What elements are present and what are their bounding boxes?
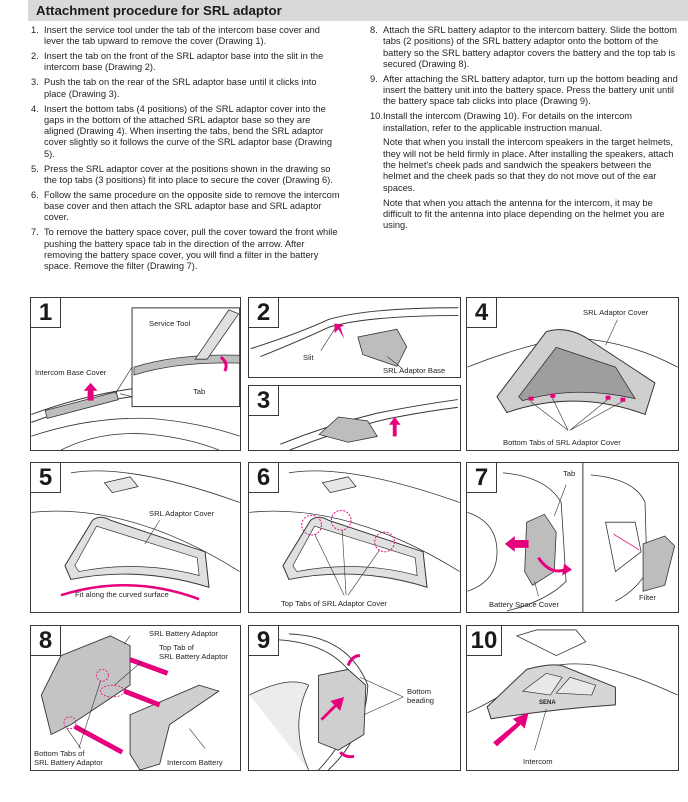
drawing-1-illustration bbox=[31, 307, 240, 450]
step-number: 8. bbox=[370, 25, 378, 35]
label-bottom-beading-line1: Bottom bbox=[407, 687, 432, 696]
drawing-number: 4 bbox=[467, 298, 497, 328]
label-tab: Tab bbox=[193, 387, 206, 396]
label-brand: SENA bbox=[539, 700, 556, 706]
drawing-number: 1 bbox=[31, 298, 61, 328]
drawing-number: 5 bbox=[31, 463, 61, 493]
step-text: Press the SRL adaptor cover at the posit… bbox=[44, 163, 333, 185]
step-body: Press the SRL adaptor cover at the posit… bbox=[44, 164, 341, 187]
step-item: 10.Install the intercom (Drawing 10). Fo… bbox=[370, 111, 680, 231]
drawing-10-illustration bbox=[467, 629, 678, 751]
label-srl-adaptor-cover: SRL Adaptor Cover bbox=[149, 509, 215, 518]
step-number: 6. bbox=[31, 189, 39, 200]
step-text: Insert the tab on the front of the SRL a… bbox=[44, 51, 324, 73]
label-bottom-tabs-line1: Bottom Tabs of bbox=[34, 749, 85, 758]
drawing-number: 9 bbox=[249, 626, 279, 656]
step-number: 3. bbox=[31, 77, 39, 88]
section-header: Attachment procedure for SRL adaptor bbox=[28, 0, 688, 21]
label-top-tab-line2: SRL Battery Adaptor bbox=[159, 652, 228, 661]
label-intercom: Intercom bbox=[523, 757, 553, 766]
label-intercom-battery: Intercom Battery bbox=[167, 758, 223, 767]
drawing-1: 1 Service Tool Tab Intercom Base Cover bbox=[30, 297, 241, 451]
drawing-10: 10 SENA Intercom bbox=[466, 625, 679, 771]
label-intercom-base-cover: Intercom Base Cover bbox=[35, 368, 107, 377]
step-body: Insert the bottom tabs (4 positions) of … bbox=[44, 104, 341, 160]
step-item: 4. Insert the bottom tabs (4 positions) o… bbox=[31, 104, 341, 160]
label-srl-battery-adaptor: SRL Battery Adaptor bbox=[149, 629, 218, 638]
step-text: Install the intercom (Drawing 10). For d… bbox=[383, 111, 633, 133]
step-item: 7. To remove the battery space cover, pul… bbox=[31, 227, 341, 272]
label-srl-adaptor-base: SRL Adaptor Base bbox=[383, 366, 446, 375]
step-body: Install the intercom (Drawing 10). For d… bbox=[383, 111, 680, 231]
step-body: To remove the battery space cover, pull … bbox=[44, 227, 341, 272]
label-bottom-tabs-line2: SRL Battery Adaptor bbox=[34, 758, 103, 767]
step-item: 2. Insert the tab on the front of the SRL… bbox=[31, 51, 341, 74]
step-item: 6. Follow the same procedure on the oppos… bbox=[31, 190, 341, 224]
step-number: 5. bbox=[31, 163, 39, 174]
step-text: After attaching the SRL battery adaptor,… bbox=[383, 73, 678, 107]
step-text: To remove the battery space cover, pull … bbox=[44, 227, 338, 272]
step-item: 3. Push the tab on the rear of the SRL ad… bbox=[31, 77, 341, 100]
step-text: Attach the SRL battery adaptor to the in… bbox=[383, 25, 678, 69]
drawing-5: 5 SRL Adaptor Cover Fit along the curved… bbox=[30, 462, 241, 613]
drawing-9-illustration bbox=[249, 633, 404, 770]
drawing-2-illustration bbox=[250, 307, 459, 369]
step-number: 10. bbox=[370, 111, 383, 122]
drawing-9: 9 Bottom beading bbox=[248, 625, 461, 771]
step-text: Follow the same procedure on the opposit… bbox=[44, 189, 340, 223]
step-item: 1. Insert the service tool under the tab … bbox=[31, 25, 341, 48]
step-item: 9. After attaching the SRL battery adapto… bbox=[370, 74, 680, 108]
drawing-number: 2 bbox=[249, 298, 279, 328]
step-number: 9. bbox=[370, 73, 378, 84]
drawing-7: 7 Tab Battery Space Cover Filter bbox=[466, 462, 679, 613]
step-item: 5. Press the SRL adaptor cover at the pos… bbox=[31, 164, 341, 187]
drawing-number: 6 bbox=[249, 463, 279, 493]
step-number: 4. bbox=[31, 103, 39, 114]
step-number: 1. bbox=[31, 25, 39, 35]
drawing-8-illustration bbox=[40, 635, 220, 770]
step-text: Push the tab on the rear of the SRL adap… bbox=[44, 77, 317, 99]
label-top-tabs: Top Tabs of SRL Adaptor Cover bbox=[281, 599, 387, 608]
drawing-8: 8 SRL Battery Adaptor Top Tab of SRL Bat… bbox=[30, 625, 241, 771]
drawing-5-illustration bbox=[31, 470, 240, 601]
step-text: Insert the bottom tabs (4 positions) of … bbox=[44, 103, 332, 159]
step-body: Follow the same procedure on the opposit… bbox=[44, 190, 341, 224]
drawing-number: 7 bbox=[467, 463, 497, 493]
label-fit-curved-surface: Fit along the curved surface bbox=[75, 590, 169, 599]
step-number: 7. bbox=[31, 227, 39, 238]
drawing-2: 2 Slit SRL Adaptor Base bbox=[248, 297, 461, 378]
step-number: 2. bbox=[31, 51, 39, 62]
label-filter: Filter bbox=[639, 593, 656, 602]
step-item: 8. Attach the SRL battery adaptor to the … bbox=[370, 25, 680, 70]
section-title: Attachment procedure for SRL adaptor bbox=[36, 3, 282, 18]
step-text: Insert the service tool under the tab of… bbox=[44, 25, 320, 47]
step-body: Push the tab on the rear of the SRL adap… bbox=[44, 77, 341, 100]
drawing-7-illustration bbox=[467, 463, 676, 612]
drawing-4: 4 SRL Adaptor Cover Bottom Tabs of SRL A… bbox=[466, 297, 679, 451]
label-tab: Tab bbox=[563, 469, 576, 478]
drawing-3: 3 bbox=[248, 385, 461, 451]
steps-left-column: 1. Insert the service tool under the tab … bbox=[31, 25, 341, 276]
step-body: Insert the tab on the front of the SRL a… bbox=[44, 51, 341, 74]
drawing-number: 3 bbox=[249, 386, 279, 416]
drawing-number: 10 bbox=[467, 626, 502, 656]
step-text: Note that when you install the intercom … bbox=[383, 137, 674, 193]
step-body: After attaching the SRL battery adaptor,… bbox=[383, 74, 680, 108]
label-bottom-beading-line2: beading bbox=[407, 696, 435, 705]
drawing-4-illustration bbox=[467, 319, 678, 431]
label-top-tab-line1: Top Tab of bbox=[159, 643, 194, 652]
label-service-tool: Service Tool bbox=[149, 319, 191, 328]
drawing-number: 8 bbox=[31, 626, 61, 656]
label-battery-space-cover: Battery Space Cover bbox=[489, 600, 560, 609]
label-srl-adaptor-cover: SRL Adaptor Cover bbox=[583, 308, 649, 317]
drawing-6-illustration bbox=[249, 470, 460, 596]
step-body: Insert the service tool under the tab of… bbox=[44, 25, 341, 48]
label-slit: Slit bbox=[303, 353, 314, 362]
steps-right-column: 8. Attach the SRL battery adaptor to the … bbox=[370, 25, 680, 235]
drawing-6: 6 Top Tabs of SRL Adaptor Cover bbox=[248, 462, 461, 613]
drawing-3-illustration bbox=[280, 399, 458, 450]
step-text: Note that when you attach the antenna fo… bbox=[383, 197, 665, 231]
step-body: Attach the SRL battery adaptor to the in… bbox=[383, 25, 680, 70]
label-bottom-tabs: Bottom Tabs of SRL Adaptor Cover bbox=[503, 438, 621, 447]
